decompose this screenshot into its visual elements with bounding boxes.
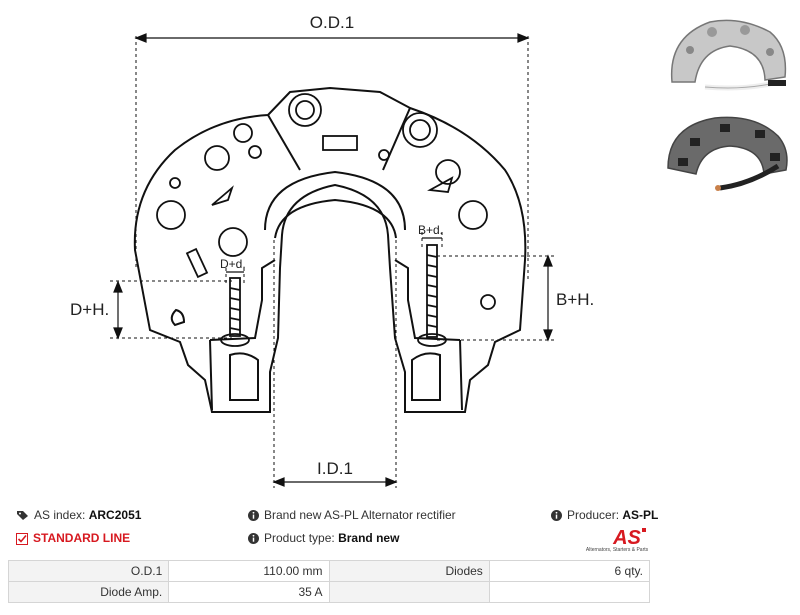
- table-row: Diode Amp. 35 A: [7, 581, 651, 603]
- info-icon: [248, 533, 259, 545]
- as-logo-mark: AS: [612, 527, 646, 549]
- id-label: I.D.1: [317, 459, 353, 478]
- spec-value: 35 A: [168, 581, 330, 603]
- as-index-value: ARC2051: [88, 508, 142, 522]
- tag-icon: [17, 511, 28, 521]
- rectifier-photo-icon: [667, 116, 788, 191]
- as-pl-logo: AS Alternators, Starters & Parts: [582, 524, 652, 554]
- table-row: O.D.1 110.00 mm Diodes 6 qty.: [7, 560, 651, 582]
- product-type-label: Product type:: [264, 531, 335, 545]
- product-type-value: Brand new: [338, 531, 400, 545]
- svg-text:AS: AS: [612, 527, 641, 548]
- center-channel: [264, 170, 406, 231]
- spec-key: O.D.1: [7, 560, 170, 582]
- producer: Producer: AS-PL: [551, 507, 658, 523]
- standard-line-text: STANDARD LINE: [33, 531, 131, 545]
- dd-label: D+d.: [220, 257, 246, 271]
- spec-key: Diode Amp.: [7, 581, 170, 603]
- rectifier-technical-drawing: O.D.1 I.D.1 D+H. B+H. D+d. B+d.: [70, 13, 594, 488]
- spec-key: Diodes: [328, 560, 490, 582]
- as-index-label: AS index:: [34, 508, 86, 522]
- standard-line: STANDARD LINE: [16, 530, 130, 546]
- rectifier-photo-icon: [670, 19, 787, 91]
- info-icon: [248, 510, 259, 522]
- od-label: O.D.1: [310, 13, 354, 32]
- spec-value: 110.00 mm: [168, 560, 330, 582]
- spec-value: 6 qty.: [488, 560, 651, 582]
- spec-key: [328, 581, 490, 603]
- description-text: Brand new AS-PL Alternator rectifier: [264, 508, 456, 522]
- bd-label: B+d.: [418, 223, 443, 237]
- logo-tagline: Alternators, Starters & Parts: [585, 547, 649, 553]
- description: Brand new AS-PL Alternator rectifier: [248, 507, 456, 523]
- producer-label: Producer:: [567, 508, 620, 522]
- as-index: AS index: ARC2051: [16, 507, 141, 523]
- product-type: Product type: Brand new: [248, 530, 399, 546]
- product-photo-bottom[interactable]: [660, 108, 795, 193]
- info-icon: [551, 510, 562, 522]
- producer-value: AS-PL: [622, 508, 659, 522]
- bh-label: B+H.: [556, 290, 594, 309]
- product-photo-top[interactable]: [660, 12, 795, 97]
- rectifier-body-outline: [133, 86, 527, 413]
- spec-table: O.D.1 110.00 mm Diodes 6 qty. Diode Amp.…: [7, 560, 651, 603]
- checkbox-checked-icon: [16, 532, 28, 545]
- spec-value: [488, 581, 651, 603]
- dh-label: D+H.: [70, 300, 109, 319]
